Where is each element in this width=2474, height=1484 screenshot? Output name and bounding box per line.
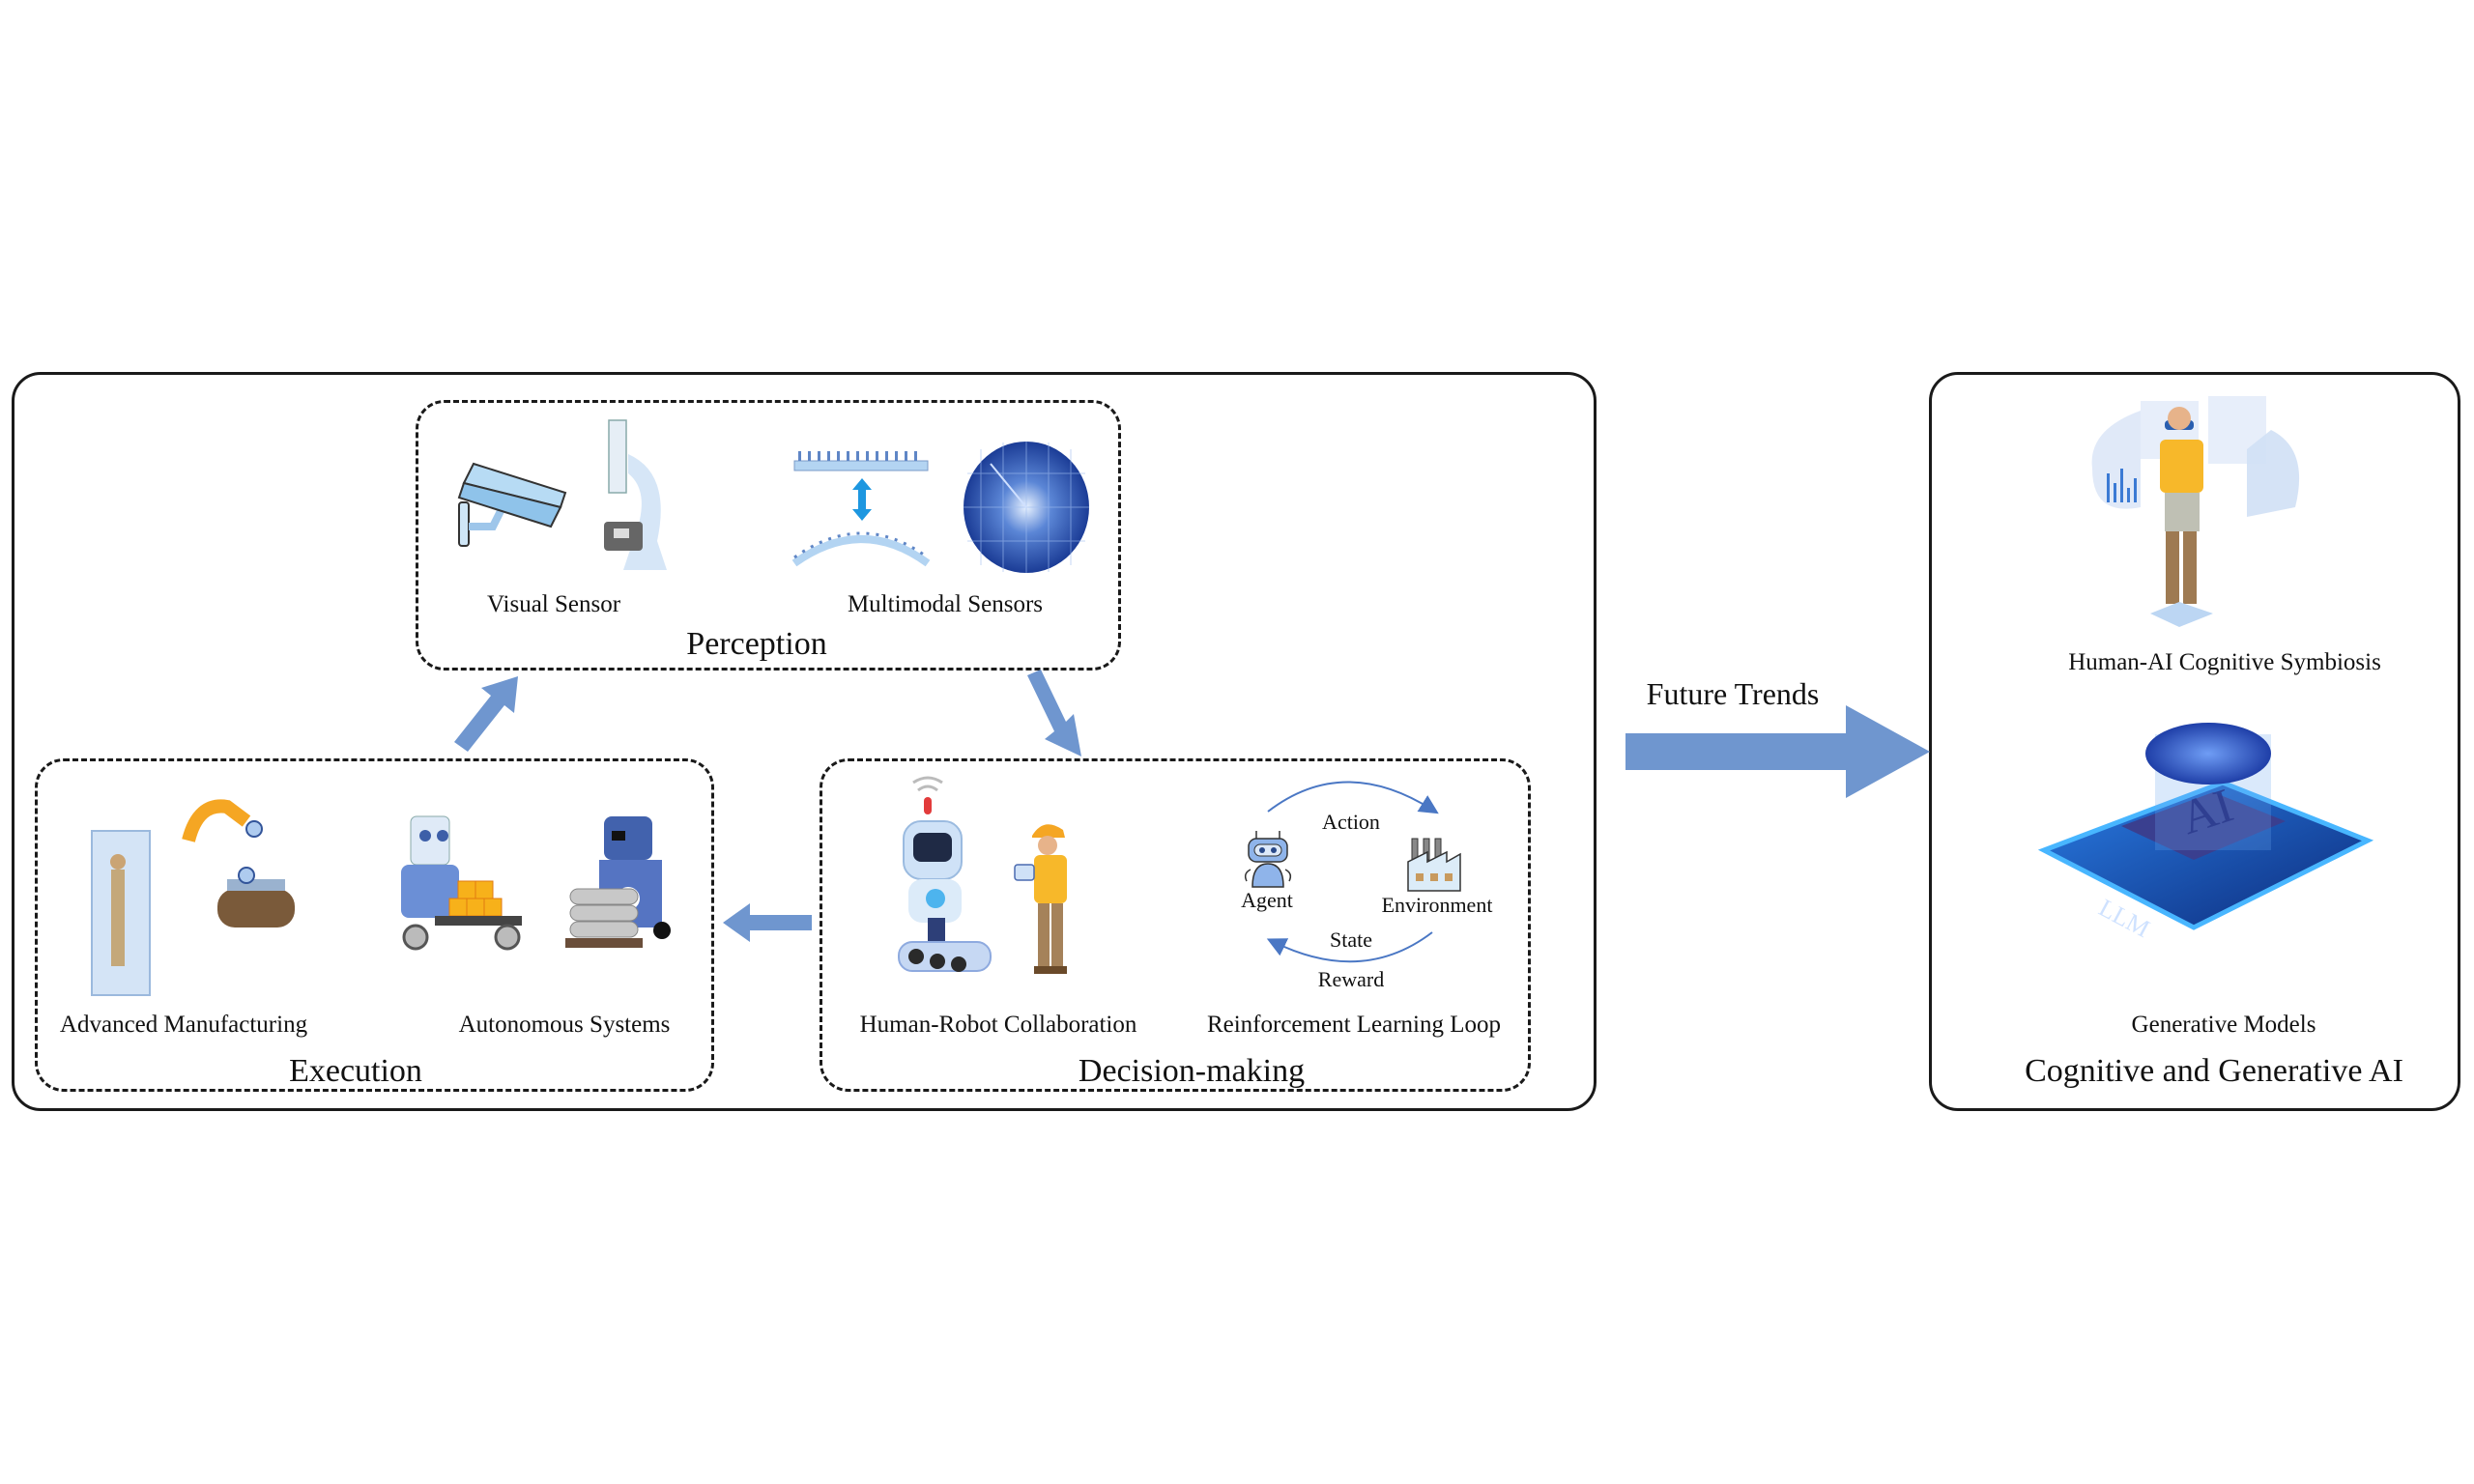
agent-icon (1244, 831, 1292, 888)
human-robot-collaboration-label: Human-Robot Collaboration (859, 1012, 1137, 1038)
robotic-arm-icon (91, 799, 295, 996)
main-loop-frame (12, 372, 1597, 1111)
execution-panel (35, 758, 714, 1092)
future-ai-frame (1929, 372, 2460, 1111)
forklift-robot-icon (565, 816, 671, 948)
arrow-perception-to-decision (1027, 670, 1081, 756)
visual-sensor-label: Visual Sensor (486, 591, 621, 617)
rl-state-label: State (1330, 928, 1372, 952)
cargo-robot-icon (401, 815, 522, 951)
decision-making-panel (820, 758, 1531, 1092)
rl-reward-label: Reward (1317, 967, 1385, 991)
cognitive-generative-ai-title: Cognitive and Generative AI (2025, 1053, 2403, 1089)
advanced-manufacturing-label: Advanced Manufacturing (59, 1012, 308, 1038)
arrow-decision-to-execution (723, 903, 812, 942)
multimodal-sensors-label: Multimodal Sensors (847, 591, 1044, 617)
ar-headset-person-icon (2091, 396, 2300, 627)
autonomous-systems-label: Autonomous Systems (458, 1012, 671, 1038)
perception-panel (416, 400, 1121, 671)
perception-title: Perception (686, 626, 827, 662)
rl-action-label: Action (1322, 810, 1380, 834)
execution-title: Execution (289, 1053, 422, 1089)
factory-icon (1407, 838, 1461, 892)
robot-icon (898, 776, 992, 972)
state-arc (1266, 931, 1433, 963)
future-trends-label: Future Trends (1646, 676, 1820, 711)
action-arc (1267, 781, 1439, 814)
rl-environment-label: Environment (1381, 893, 1493, 917)
microscope-icon (604, 419, 667, 570)
worker-icon (1014, 824, 1067, 974)
decision-making-title: Decision-making (1078, 1053, 1306, 1089)
human-ai-cognitive-symbiosis-label: Human-AI Cognitive Symbiosis (2068, 649, 2381, 675)
rl-agent-label: Agent (1241, 888, 1293, 912)
future-trends-arrow (1625, 705, 1930, 798)
rl-loop-arrows (1266, 781, 1439, 963)
reinforcement-learning-loop-label: Reinforcement Learning Loop (1206, 1012, 1502, 1038)
arrow-execution-to-perception (454, 676, 518, 752)
flexible-sensor-array-icon (791, 451, 931, 567)
generative-models-label: Generative Models (2131, 1012, 2316, 1038)
radar-icon (964, 442, 1089, 573)
cctv-camera-icon (457, 462, 567, 547)
ai-chip-brain-icon: AI LLM (2037, 723, 2374, 943)
